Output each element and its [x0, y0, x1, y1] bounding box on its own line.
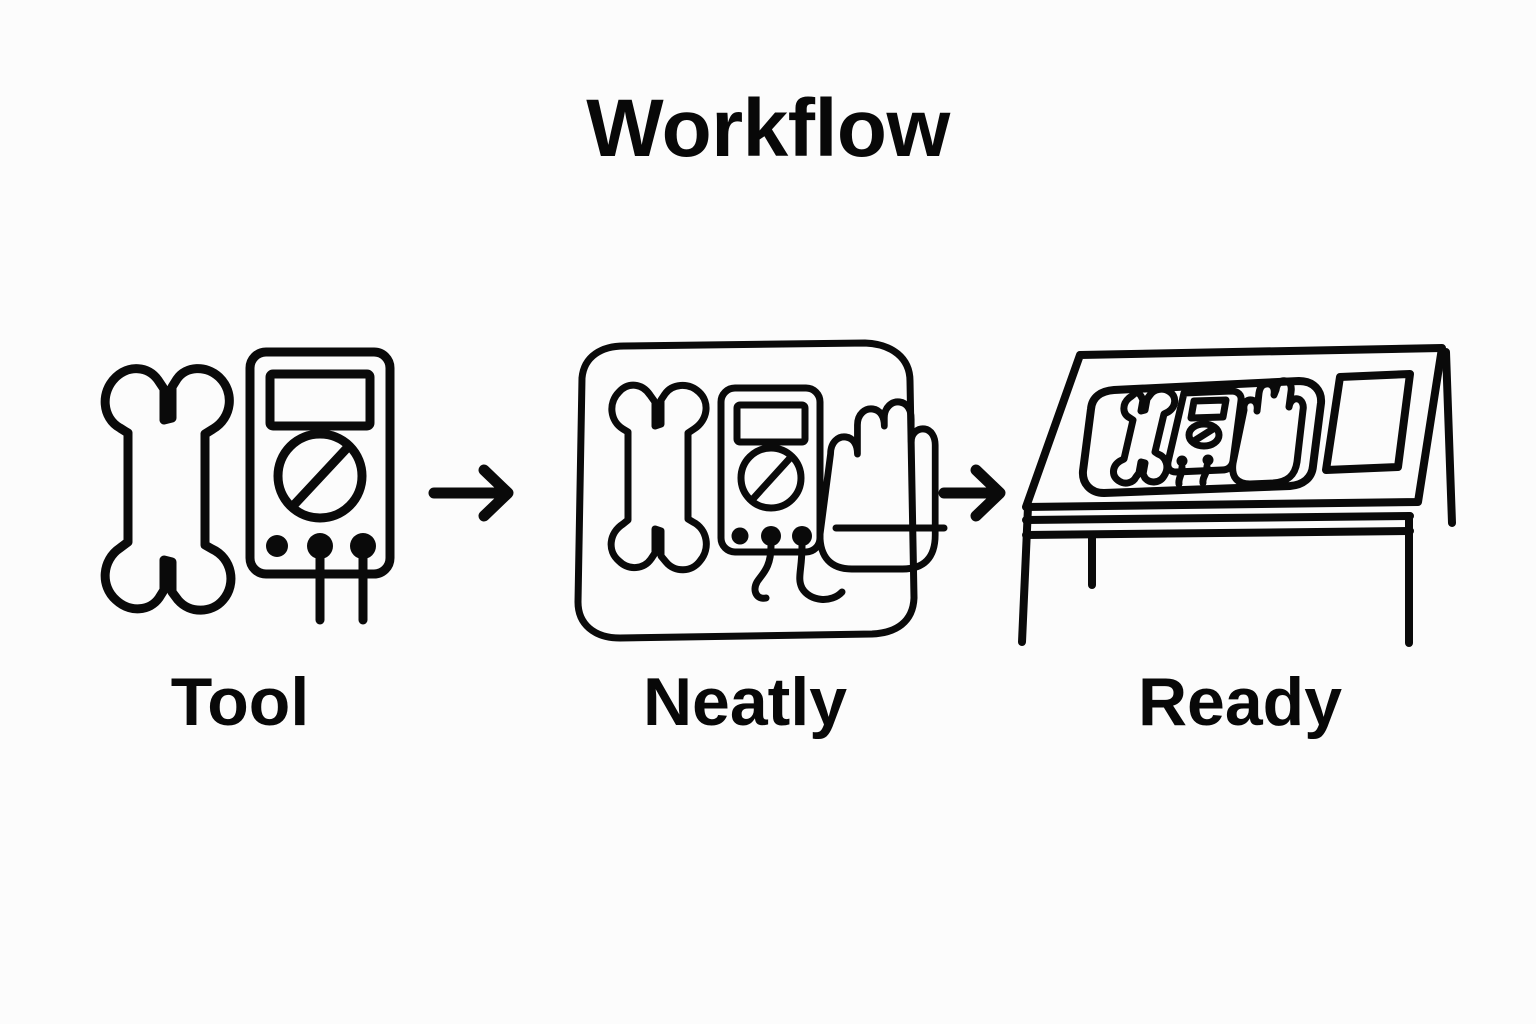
step-ready-illustration	[1010, 330, 1470, 660]
glove-icon	[1229, 377, 1307, 488]
step-neatly-illustration	[540, 330, 950, 660]
multimeter-icon	[717, 384, 846, 603]
step-ready-label: Ready	[1137, 664, 1343, 740]
step-neatly-label: Neatly	[642, 664, 848, 740]
tray-icon	[1078, 377, 1326, 497]
multimeter-icon	[245, 347, 395, 625]
arrow-neatly-to-ready	[938, 458, 1018, 528]
workflow-step-tool[interactable]: Tool	[60, 330, 420, 810]
workflow-step-neatly[interactable]: Neatly	[540, 330, 950, 810]
arrow-right-icon	[428, 464, 514, 522]
step-tool-label: Tool	[170, 664, 310, 740]
glove-icon	[816, 398, 948, 573]
step-tool-illustration	[60, 330, 420, 660]
tray-icon	[574, 339, 918, 642]
wrench-icon	[100, 364, 236, 615]
wrench-icon	[607, 381, 710, 574]
arrow-right-icon	[938, 464, 1006, 522]
workbench-icon	[1018, 344, 1456, 647]
page-title: Workflow	[586, 83, 950, 174]
workflow-step-ready[interactable]: Ready	[1010, 330, 1470, 810]
workflow-steps: Tool	[0, 330, 1536, 810]
notepad-icon	[1322, 370, 1414, 474]
arrow-tool-to-neatly	[428, 458, 528, 528]
wrench-icon	[1110, 385, 1179, 487]
